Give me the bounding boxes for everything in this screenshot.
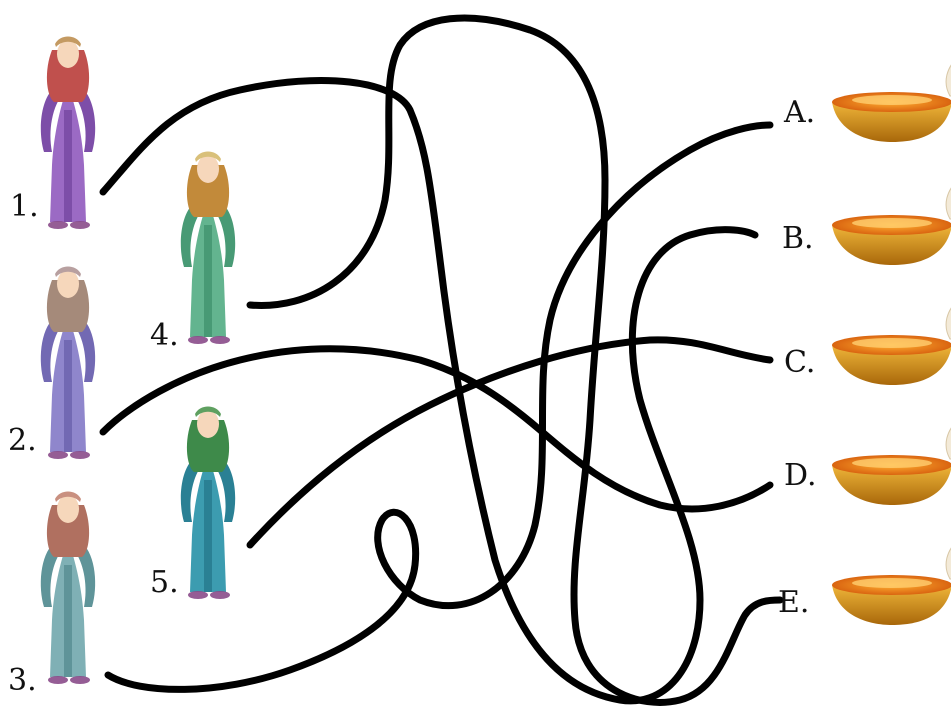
woman-label-1: 1. xyxy=(10,189,39,224)
lamp-e xyxy=(831,539,951,626)
maze-path-4[interactable] xyxy=(246,14,784,706)
lamp-label-c: C. xyxy=(784,345,815,380)
woman-2 xyxy=(40,266,96,459)
lamp-c xyxy=(831,299,951,386)
maze-path-1[interactable] xyxy=(99,76,759,705)
maze-path-2[interactable] xyxy=(99,345,774,513)
woman-label-4: 4. xyxy=(150,318,179,353)
woman-label-5: 5. xyxy=(150,565,179,600)
maze-path-5[interactable] xyxy=(246,336,774,549)
lamp-d xyxy=(831,419,951,506)
maze-lines xyxy=(99,14,784,706)
lamp-label-e: E. xyxy=(778,585,809,620)
woman-1 xyxy=(40,36,96,229)
lamp-label-b: B. xyxy=(782,221,814,256)
woman-label-3: 3. xyxy=(8,663,37,698)
woman-5 xyxy=(180,406,236,599)
lamp-label-a: A. xyxy=(783,95,815,130)
lamp-a xyxy=(831,56,951,143)
woman-3 xyxy=(40,491,96,684)
lamp-b xyxy=(831,179,951,266)
woman-4 xyxy=(180,151,236,344)
woman-label-2: 2. xyxy=(8,423,37,458)
lamp-label-d: D. xyxy=(784,458,817,493)
